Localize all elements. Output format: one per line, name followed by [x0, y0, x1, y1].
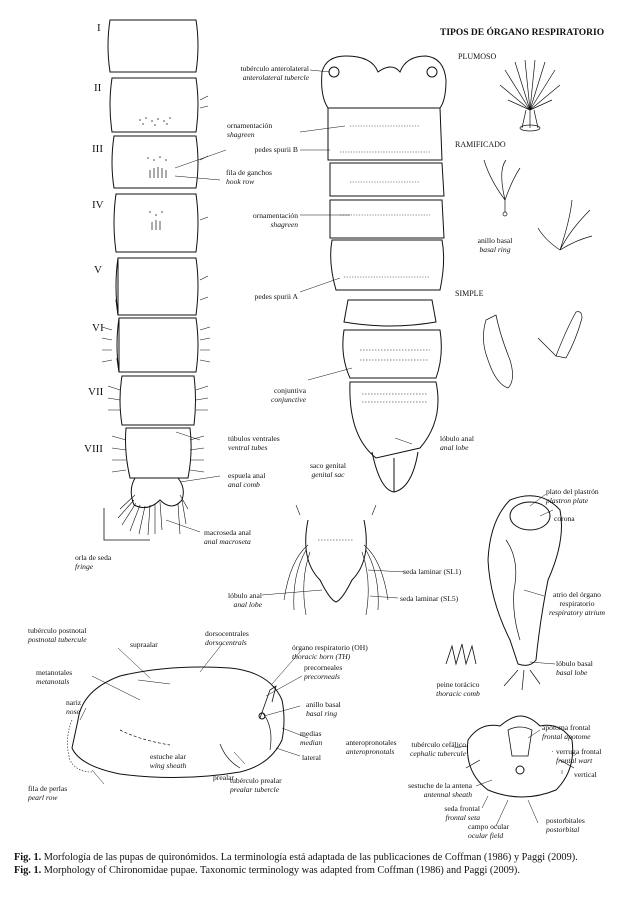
caption-es-prefix: Fig. 1. [14, 852, 42, 863]
head-capsule-figure [465, 715, 575, 798]
abdomen-dorsal-figure [101, 19, 211, 541]
label-vertical: vertical [574, 770, 597, 779]
abdomen-ventral-figure [321, 55, 447, 493]
segment-label: VIII [84, 443, 103, 455]
label-corona: corona [554, 514, 575, 523]
segment-label: V [94, 264, 102, 276]
caption-en-prefix: Fig. 1. [14, 864, 42, 876]
label-seda-laminar-sl1: seda laminar (SL1) [403, 567, 462, 576]
label-prealar: prealar [213, 773, 235, 782]
label-lateral: lateral [302, 753, 321, 762]
types-title: TIPOS DE ÓRGANO RESPIRATORIO [440, 28, 605, 38]
type-ramificado: RAMIFICADO [455, 140, 506, 149]
label-organo-respiratorio: órgano respiratorio (OH)thoracic horn (T… [292, 643, 368, 661]
leader-lines [79, 69, 563, 827]
label-supraalar: supraalar [130, 640, 158, 649]
anal-lobe-figure [283, 504, 389, 616]
thorax-lateral-figure [67, 666, 285, 779]
label-seda-laminar-sl5: seda laminar (SL5) [400, 594, 459, 603]
caption-en-text: Morphology of Chironomidae pupae. Taxono… [41, 864, 520, 876]
caption-es-text: Morfología de las pupas de quironómidos.… [41, 852, 578, 863]
segment-label: III [92, 143, 103, 155]
thoracic-horn-figure [445, 495, 562, 691]
segment-label: I [97, 22, 101, 34]
type-simple: SIMPLE [455, 289, 484, 298]
segment-label: IV [92, 199, 104, 211]
label-pedes-spurii-b: pedes spurii B [254, 145, 298, 154]
respiratory-types-figure [483, 59, 593, 389]
label-pedes-spurii-a: pedes spurii A [254, 292, 298, 301]
segment-label: VI [92, 322, 104, 334]
figure-caption: Fig. 1. Morfología de las pupas de quiro… [14, 852, 626, 877]
segment-label: II [94, 82, 102, 94]
type-plumoso: PLUMOSO [458, 52, 497, 61]
segment-label: VII [88, 386, 104, 398]
